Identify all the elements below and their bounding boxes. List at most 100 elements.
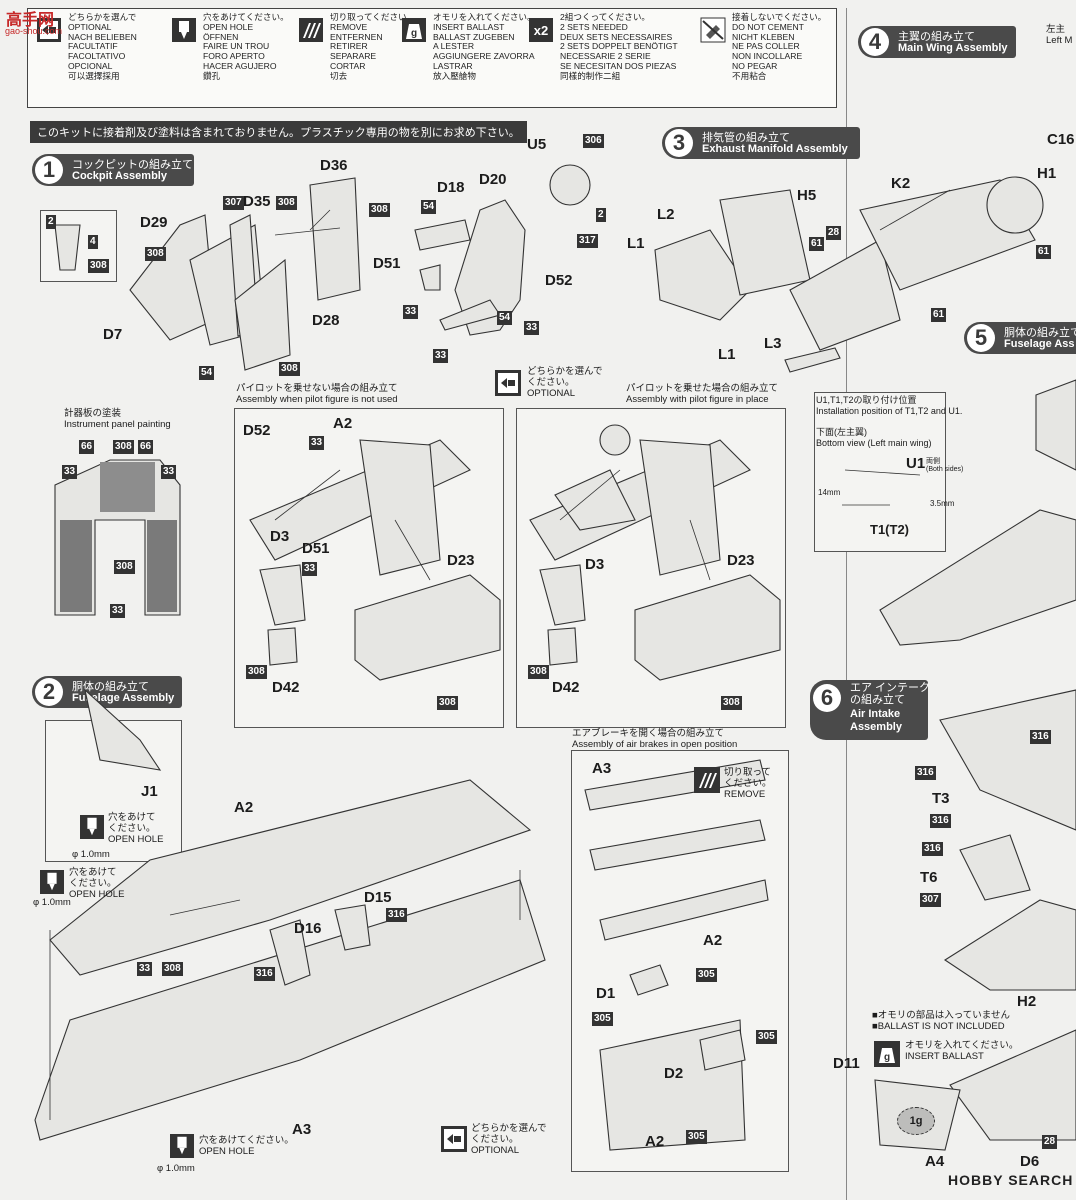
step-3-title-en: Exhaust Manifold Assembly bbox=[702, 143, 848, 155]
legend-box: どちらかを選んで OPTIONAL NACH BELIEBEN FACULTAT… bbox=[27, 8, 837, 108]
part-label-h1: H1 bbox=[1037, 165, 1057, 182]
instrument-panel-left bbox=[60, 520, 92, 612]
part-label-d42: D42 bbox=[272, 679, 300, 696]
open-hole-caption-2: 穴をあけて ください。 OPEN HOLE bbox=[69, 867, 125, 900]
instrument-panel-right bbox=[147, 520, 177, 612]
part-label-j1: J1 bbox=[141, 783, 158, 800]
notice-banner: このキットに接着剤及び塗料は含まれておりません。プラスチック専用の物を別にお求め… bbox=[30, 121, 527, 143]
u1-14mm: 14mm bbox=[818, 488, 841, 497]
left-main-wing-caption: 左主 Left M bbox=[1046, 24, 1073, 46]
phi-caption-2: φ 1.0mm bbox=[33, 897, 71, 908]
part-label-k2: K2 bbox=[891, 175, 911, 192]
color-tag-66-a: 66 bbox=[79, 440, 95, 454]
part-label-c16: C16 bbox=[1047, 131, 1075, 148]
open-hole-caption-3: 穴をあけてください。 OPEN HOLE bbox=[199, 1135, 294, 1157]
step-6-header: 6 エア インテーク の組み立て Air Intake Assembly bbox=[810, 680, 930, 740]
step-1-number: 1 bbox=[35, 156, 63, 184]
color-tag-308-e: 308 bbox=[88, 259, 109, 273]
color-tag-307-b: 307 bbox=[920, 893, 941, 907]
color-tag-61-c: 61 bbox=[1036, 245, 1052, 259]
step-6-number: 6 bbox=[813, 684, 841, 712]
color-tag-2: 2 bbox=[596, 208, 606, 222]
step-2-header: 2 胴体の組み立て Fuselage Assembly bbox=[32, 676, 182, 708]
legend-no-glue-text: 接着しないでください。 DO NOT CEMENT NICHT KLEBEN N… bbox=[732, 12, 827, 81]
part-label-d36: D36 bbox=[320, 157, 348, 174]
part-label-t6: T6 bbox=[920, 869, 938, 886]
legend-optional-text: どちらかを選んで OPTIONAL NACH BELIEBEN FACULTAT… bbox=[68, 12, 137, 81]
legend-x2-text: 2組つくってください。 2 SETS NEEDED DEUX SETS NECE… bbox=[560, 12, 678, 81]
optional-caption-mid: どちらかを選んで ください。 OPTIONAL bbox=[527, 366, 603, 399]
color-tag-308-d: 308 bbox=[279, 362, 300, 376]
step-1-header: 1 コックピットの組み立て Cockpit Assembly bbox=[32, 154, 194, 186]
ballast-icon: g bbox=[874, 1041, 900, 1067]
color-tag-307: 307 bbox=[223, 196, 244, 210]
part-label-h5: H5 bbox=[797, 187, 817, 204]
part-label-a3: A3 bbox=[292, 1121, 312, 1138]
remove-caption: 切り取って ください。 REMOVE bbox=[724, 767, 772, 800]
part-label-d20: D20 bbox=[479, 171, 507, 188]
color-tag-33-b: 33 bbox=[433, 349, 449, 363]
color-tag-316-c: 316 bbox=[1030, 730, 1051, 744]
part-label-u5: U5 bbox=[527, 136, 547, 153]
step-3-number: 3 bbox=[665, 129, 693, 157]
ballast-not-included: ■オモリの部品は入っていません ■BALLAST IS NOT INCLUDED bbox=[872, 1010, 1010, 1032]
color-tag-33-h: 33 bbox=[302, 562, 318, 576]
legend-drill-text: 穴をあけてください。 OPEN HOLE ÖFFNEN FAIRE UN TRO… bbox=[203, 12, 289, 81]
color-tag-66-b: 66 bbox=[138, 440, 154, 454]
color-tag-305-a: 305 bbox=[696, 968, 717, 982]
hobby-search-watermark: HOBBY SEARCH bbox=[948, 1172, 1074, 1188]
drill-icon bbox=[172, 18, 196, 42]
step-3-header: 3 排気管の組み立て Exhaust Manifold Assembly bbox=[662, 127, 860, 159]
color-tag-316-b: 316 bbox=[254, 967, 275, 981]
color-tag-305-b: 305 bbox=[592, 1012, 613, 1026]
color-tag-308-c: 308 bbox=[145, 247, 166, 261]
part-label-d2: D2 bbox=[664, 1065, 684, 1082]
ballast-icon: g bbox=[402, 18, 426, 42]
color-tag-308-h: 308 bbox=[246, 665, 267, 679]
x2-icon: x2 bbox=[529, 18, 553, 42]
color-tag-61-a: 61 bbox=[809, 237, 825, 251]
instrument-caption: 計器板の塗装 Instrument panel painting bbox=[64, 408, 171, 430]
drill-icon bbox=[80, 815, 104, 839]
color-tag-308-k: 308 bbox=[721, 696, 742, 710]
color-tag-28-a: 28 bbox=[826, 226, 842, 240]
step-1-title-en: Cockpit Assembly bbox=[72, 170, 167, 182]
color-tag-54-a: 54 bbox=[199, 366, 215, 380]
color-tag-54-c: 54 bbox=[497, 311, 513, 325]
color-tag-317: 317 bbox=[577, 234, 598, 248]
watermark-logo: 高手网 bbox=[6, 12, 55, 29]
part-label-a2: A2 bbox=[333, 415, 353, 432]
part-label-l1-b: L1 bbox=[718, 346, 736, 363]
optional-icon bbox=[495, 370, 521, 396]
cut-icon bbox=[299, 18, 323, 42]
color-tag-316-d: 316 bbox=[915, 766, 936, 780]
step-4-title-jp: 主翼の組み立て bbox=[898, 31, 975, 43]
color-tag-33-e: 33 bbox=[161, 465, 177, 479]
color-tag-33-c: 33 bbox=[524, 321, 540, 335]
svg-text:x2: x2 bbox=[534, 23, 548, 38]
color-tag-308-a: 308 bbox=[276, 196, 297, 210]
part-label-a2-fuselage: A2 bbox=[234, 799, 254, 816]
drill-icon bbox=[40, 870, 64, 894]
part-label-l1: L1 bbox=[627, 235, 645, 252]
open-hole-caption-1: 穴をあけて ください。 OPEN HOLE bbox=[108, 812, 164, 845]
insert-ballast-caption: オモリを入れてください。 INSERT BALLAST bbox=[905, 1040, 1019, 1062]
optional-icon bbox=[37, 18, 61, 42]
optional-icon bbox=[441, 1126, 467, 1152]
step-5-title-en: Fuselage Ass bbox=[1004, 338, 1075, 350]
color-tag-61-b: 61 bbox=[931, 308, 947, 322]
color-tag-316-f: 316 bbox=[922, 842, 943, 856]
air-brake-caption: エアブレーキを開く場合の組み立て Assembly of air brakes … bbox=[572, 728, 738, 750]
part-label-d3: D3 bbox=[270, 528, 290, 545]
optional-caption-bottom: どちらかを選んで ください。 OPTIONAL bbox=[471, 1123, 547, 1156]
color-tag-4: 4 bbox=[88, 235, 98, 249]
part-label-d51: D51 bbox=[373, 255, 401, 272]
part-label-t1t2: T1(T2) bbox=[870, 522, 909, 537]
svg-text:g: g bbox=[411, 28, 417, 39]
part-label-d7: D7 bbox=[103, 326, 123, 343]
no-pilot-caption: パイロットを乗せない場合の組み立て Assembly when pilot fi… bbox=[236, 383, 398, 405]
color-tag-308-f: 308 bbox=[113, 440, 134, 454]
step-4-number: 4 bbox=[861, 28, 889, 56]
part-label-d51-b: D51 bbox=[302, 540, 330, 557]
